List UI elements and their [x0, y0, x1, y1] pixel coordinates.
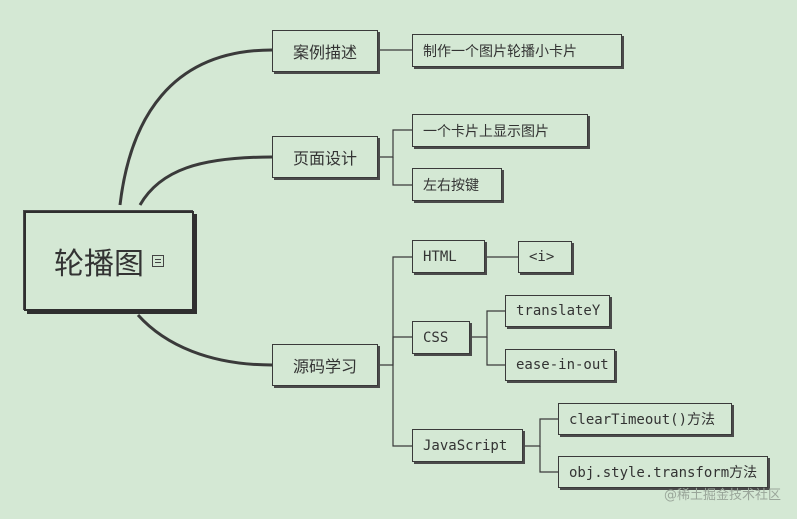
css-translatey-node[interactable]: translateY — [505, 295, 610, 327]
link-page-buttons — [392, 157, 412, 186]
watermark: @稀土掘金技术社区 — [663, 488, 781, 503]
link-css-t1 — [470, 310, 505, 338]
link-root-page — [138, 155, 273, 206]
link-source-css — [392, 336, 412, 365]
js-transform-node[interactable]: obj.style.transform方法 — [558, 456, 768, 488]
link-js-m2 — [539, 446, 558, 473]
branch-page-label: 页面设计 — [292, 149, 357, 168]
page-card-label: 一个卡片上显示图片 — [423, 123, 549, 140]
link-root-source — [136, 313, 273, 367]
case-desc-node[interactable]: 制作一个图片轮播小卡片 — [412, 34, 622, 67]
source-html-node[interactable]: HTML — [412, 240, 485, 273]
source-css-node[interactable]: CSS — [412, 321, 470, 354]
js-transform-label: obj.style.transform方法 — [569, 465, 758, 481]
source-js-node[interactable]: JavaScript — [412, 429, 523, 462]
link-source-js — [392, 365, 412, 447]
branch-source-node[interactable]: 源码学习 — [272, 344, 378, 386]
page-buttons-node[interactable]: 左右按键 — [412, 168, 502, 201]
link-page-card — [377, 129, 412, 158]
branch-case-label: 案例描述 — [292, 43, 357, 62]
page-buttons-label: 左右按键 — [423, 177, 479, 194]
page-card-node[interactable]: 一个卡片上显示图片 — [412, 114, 588, 147]
source-js-label: JavaScript — [423, 437, 508, 454]
link-root-case — [118, 48, 273, 206]
link-js-m1 — [523, 418, 558, 447]
html-tag-node[interactable]: <i> — [518, 241, 572, 273]
root-label: 轮播图 — [54, 247, 144, 282]
branch-case-node[interactable]: 案例描述 — [272, 30, 378, 72]
link-css-t2 — [486, 337, 505, 366]
branch-page-node[interactable]: 页面设计 — [272, 136, 378, 178]
branch-source-label: 源码学习 — [292, 357, 357, 376]
link-source-html — [377, 256, 412, 366]
source-html-label: HTML — [423, 248, 457, 265]
case-desc-label: 制作一个图片轮播小卡片 — [423, 43, 577, 60]
js-cleartimeout-label: clearTimeout()方法 — [569, 412, 716, 428]
js-cleartimeout-node[interactable]: clearTimeout()方法 — [558, 403, 732, 435]
root-node[interactable]: 轮播图 — [24, 211, 194, 311]
css-translatey-label: translateY — [516, 303, 601, 319]
css-ease-node[interactable]: ease-in-out — [505, 349, 615, 381]
note-icon[interactable] — [152, 255, 164, 267]
source-css-label: CSS — [423, 329, 449, 346]
html-tag-label: <i> — [529, 249, 555, 265]
css-ease-label: ease-in-out — [516, 357, 609, 373]
